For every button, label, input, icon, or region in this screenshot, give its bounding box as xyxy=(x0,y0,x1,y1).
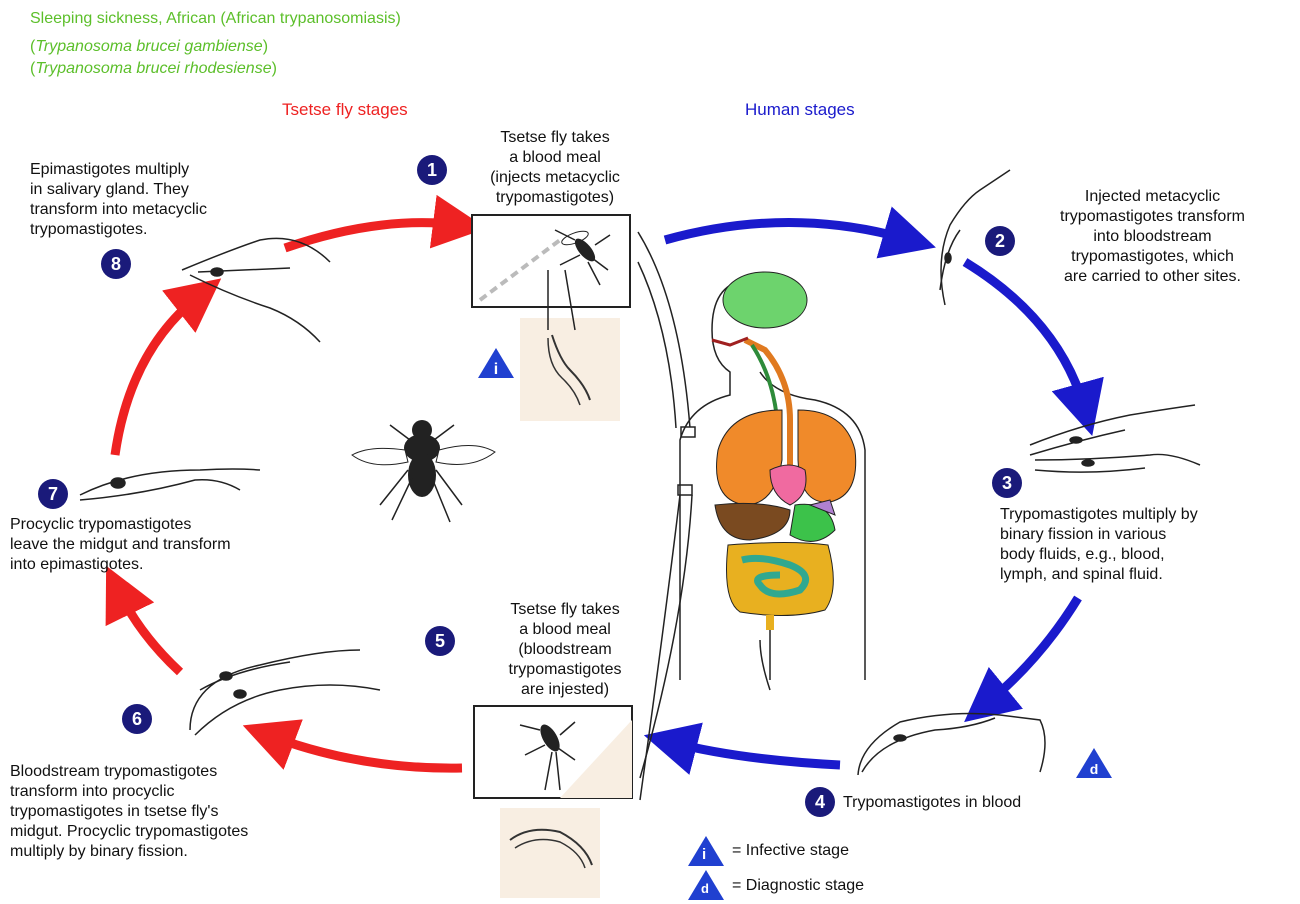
arrow-6-to-7 xyxy=(118,590,180,672)
step-3-line: body fluids, e.g., blood, xyxy=(1000,545,1290,565)
step-7-line: into epimastigotes. xyxy=(10,555,320,575)
step-5-line: Tsetse fly takes xyxy=(465,600,665,620)
step-2-line: Injected metacyclic xyxy=(1030,187,1275,207)
legend-diagnostic-label: = Diagnostic stage xyxy=(732,877,864,895)
legend-diagnostic-symbol: d xyxy=(701,881,709,896)
step-badge-2: 2 xyxy=(985,226,1015,256)
step-5-line: are injested) xyxy=(465,680,665,700)
step-6-line: transform into procyclic xyxy=(10,782,340,802)
arrow-4-to-5 xyxy=(670,742,840,765)
step-5-caption: Tsetse fly takes a blood meal (bloodstre… xyxy=(465,600,665,700)
step-8-line: in salivary gland. They xyxy=(30,180,280,200)
parasite-stage-4 xyxy=(858,714,1045,775)
legend-infective-label: = Infective stage xyxy=(732,842,849,860)
procyclic-inset xyxy=(500,808,600,898)
step-7-line: Procyclic trypomastigotes xyxy=(10,515,320,535)
step-badge-8: 8 xyxy=(101,249,131,279)
step-1-caption: Tsetse fly takes a blood meal (injects m… xyxy=(460,128,650,208)
parasite-stage-6 xyxy=(190,650,380,735)
legend-infective-symbol: i xyxy=(702,846,706,863)
step-6-caption: Bloodstream trypomastigotes transform in… xyxy=(10,762,340,862)
tsetse-fly-illustration xyxy=(352,420,495,522)
diagnostic-stage-marker: d xyxy=(1076,748,1112,778)
step-5-line: a blood meal xyxy=(465,620,665,640)
step-2-caption: Injected metacyclic trypomastigotes tran… xyxy=(1030,187,1275,287)
step-1-line: Tsetse fly takes xyxy=(460,128,650,148)
step-3-line: Trypomastigotes multiply by xyxy=(1000,505,1290,525)
step-2-line: trypomastigotes transform xyxy=(1030,207,1275,227)
parasite-stage-7 xyxy=(80,469,260,500)
step-3-caption: Trypomastigotes multiply by binary fissi… xyxy=(1000,505,1290,585)
arrow-7-to-8 xyxy=(115,295,200,455)
step-2-line: trypomastigotes, which xyxy=(1030,247,1275,267)
svg-text:i: i xyxy=(494,361,498,378)
arrow-8-to-1 xyxy=(285,223,460,248)
fly-bite-box-5 xyxy=(474,706,632,798)
infective-stage-marker: i xyxy=(478,348,514,378)
step-4-caption: Trypomastigotes in blood xyxy=(843,793,1021,813)
human-body-illustration xyxy=(680,272,865,690)
step-1-line: (injects metacyclic xyxy=(460,168,650,188)
step-2-line: are carried to other sites. xyxy=(1030,267,1275,287)
step-6-line: trypomastigotes in tsetse fly's xyxy=(10,802,340,822)
step-6-line: multiply by binary fission. xyxy=(10,842,340,862)
step-badge-3: 3 xyxy=(992,468,1022,498)
step-8-line: Epimastigotes multiply xyxy=(30,160,280,180)
step-3-line: lymph, and spinal fluid. xyxy=(1000,565,1290,585)
step-3-line: binary fission in various xyxy=(1000,525,1290,545)
step-8-line: transform into metacyclic xyxy=(30,200,280,220)
step-badge-5: 5 xyxy=(425,626,455,656)
step-8-caption: Epimastigotes multiply in salivary gland… xyxy=(30,160,280,240)
step-badge-6: 6 xyxy=(122,704,152,734)
svg-text:d: d xyxy=(1090,761,1099,777)
arrow-3-to-4 xyxy=(985,598,1078,705)
step-6-line: Bloodstream trypomastigotes xyxy=(10,762,340,782)
step-7-caption: Procyclic trypomastigotes leave the midg… xyxy=(10,515,320,575)
step-7-line: leave the midgut and transform xyxy=(10,535,320,555)
step-badge-7: 7 xyxy=(38,479,68,509)
arrow-1-to-2 xyxy=(665,223,910,241)
step-5-line: (bloodstream xyxy=(465,640,665,660)
parasite-stage-8 xyxy=(182,238,330,342)
step-badge-1: 1 xyxy=(417,155,447,185)
step-5-line: trypomastigotes xyxy=(465,660,665,680)
fly-bite-box-1 xyxy=(472,215,630,307)
step-6-line: midgut. Procyclic trypomastigotes xyxy=(10,822,340,842)
step-1-line: a blood meal xyxy=(460,148,650,168)
parasite-stage-3 xyxy=(1030,405,1200,472)
step-8-line: trypomastigotes. xyxy=(30,220,280,240)
step-2-line: into bloodstream xyxy=(1030,227,1275,247)
step-badge-4: 4 xyxy=(805,787,835,817)
step-1-line: trypomastigotes) xyxy=(460,188,650,208)
